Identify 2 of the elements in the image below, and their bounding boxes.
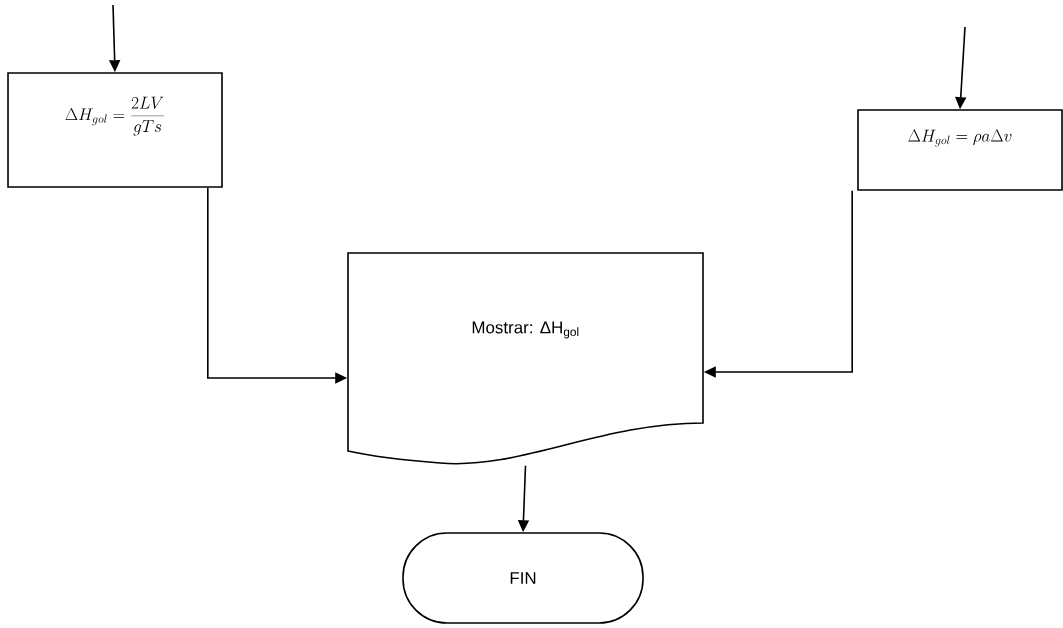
formula-box: $\Delta H_{gol} = \rho a \Delta v$ (857, 109, 1063, 191)
formula-box: $\Delta H_{gol} = \frac{2LV}{gTs}$ (7, 72, 223, 188)
